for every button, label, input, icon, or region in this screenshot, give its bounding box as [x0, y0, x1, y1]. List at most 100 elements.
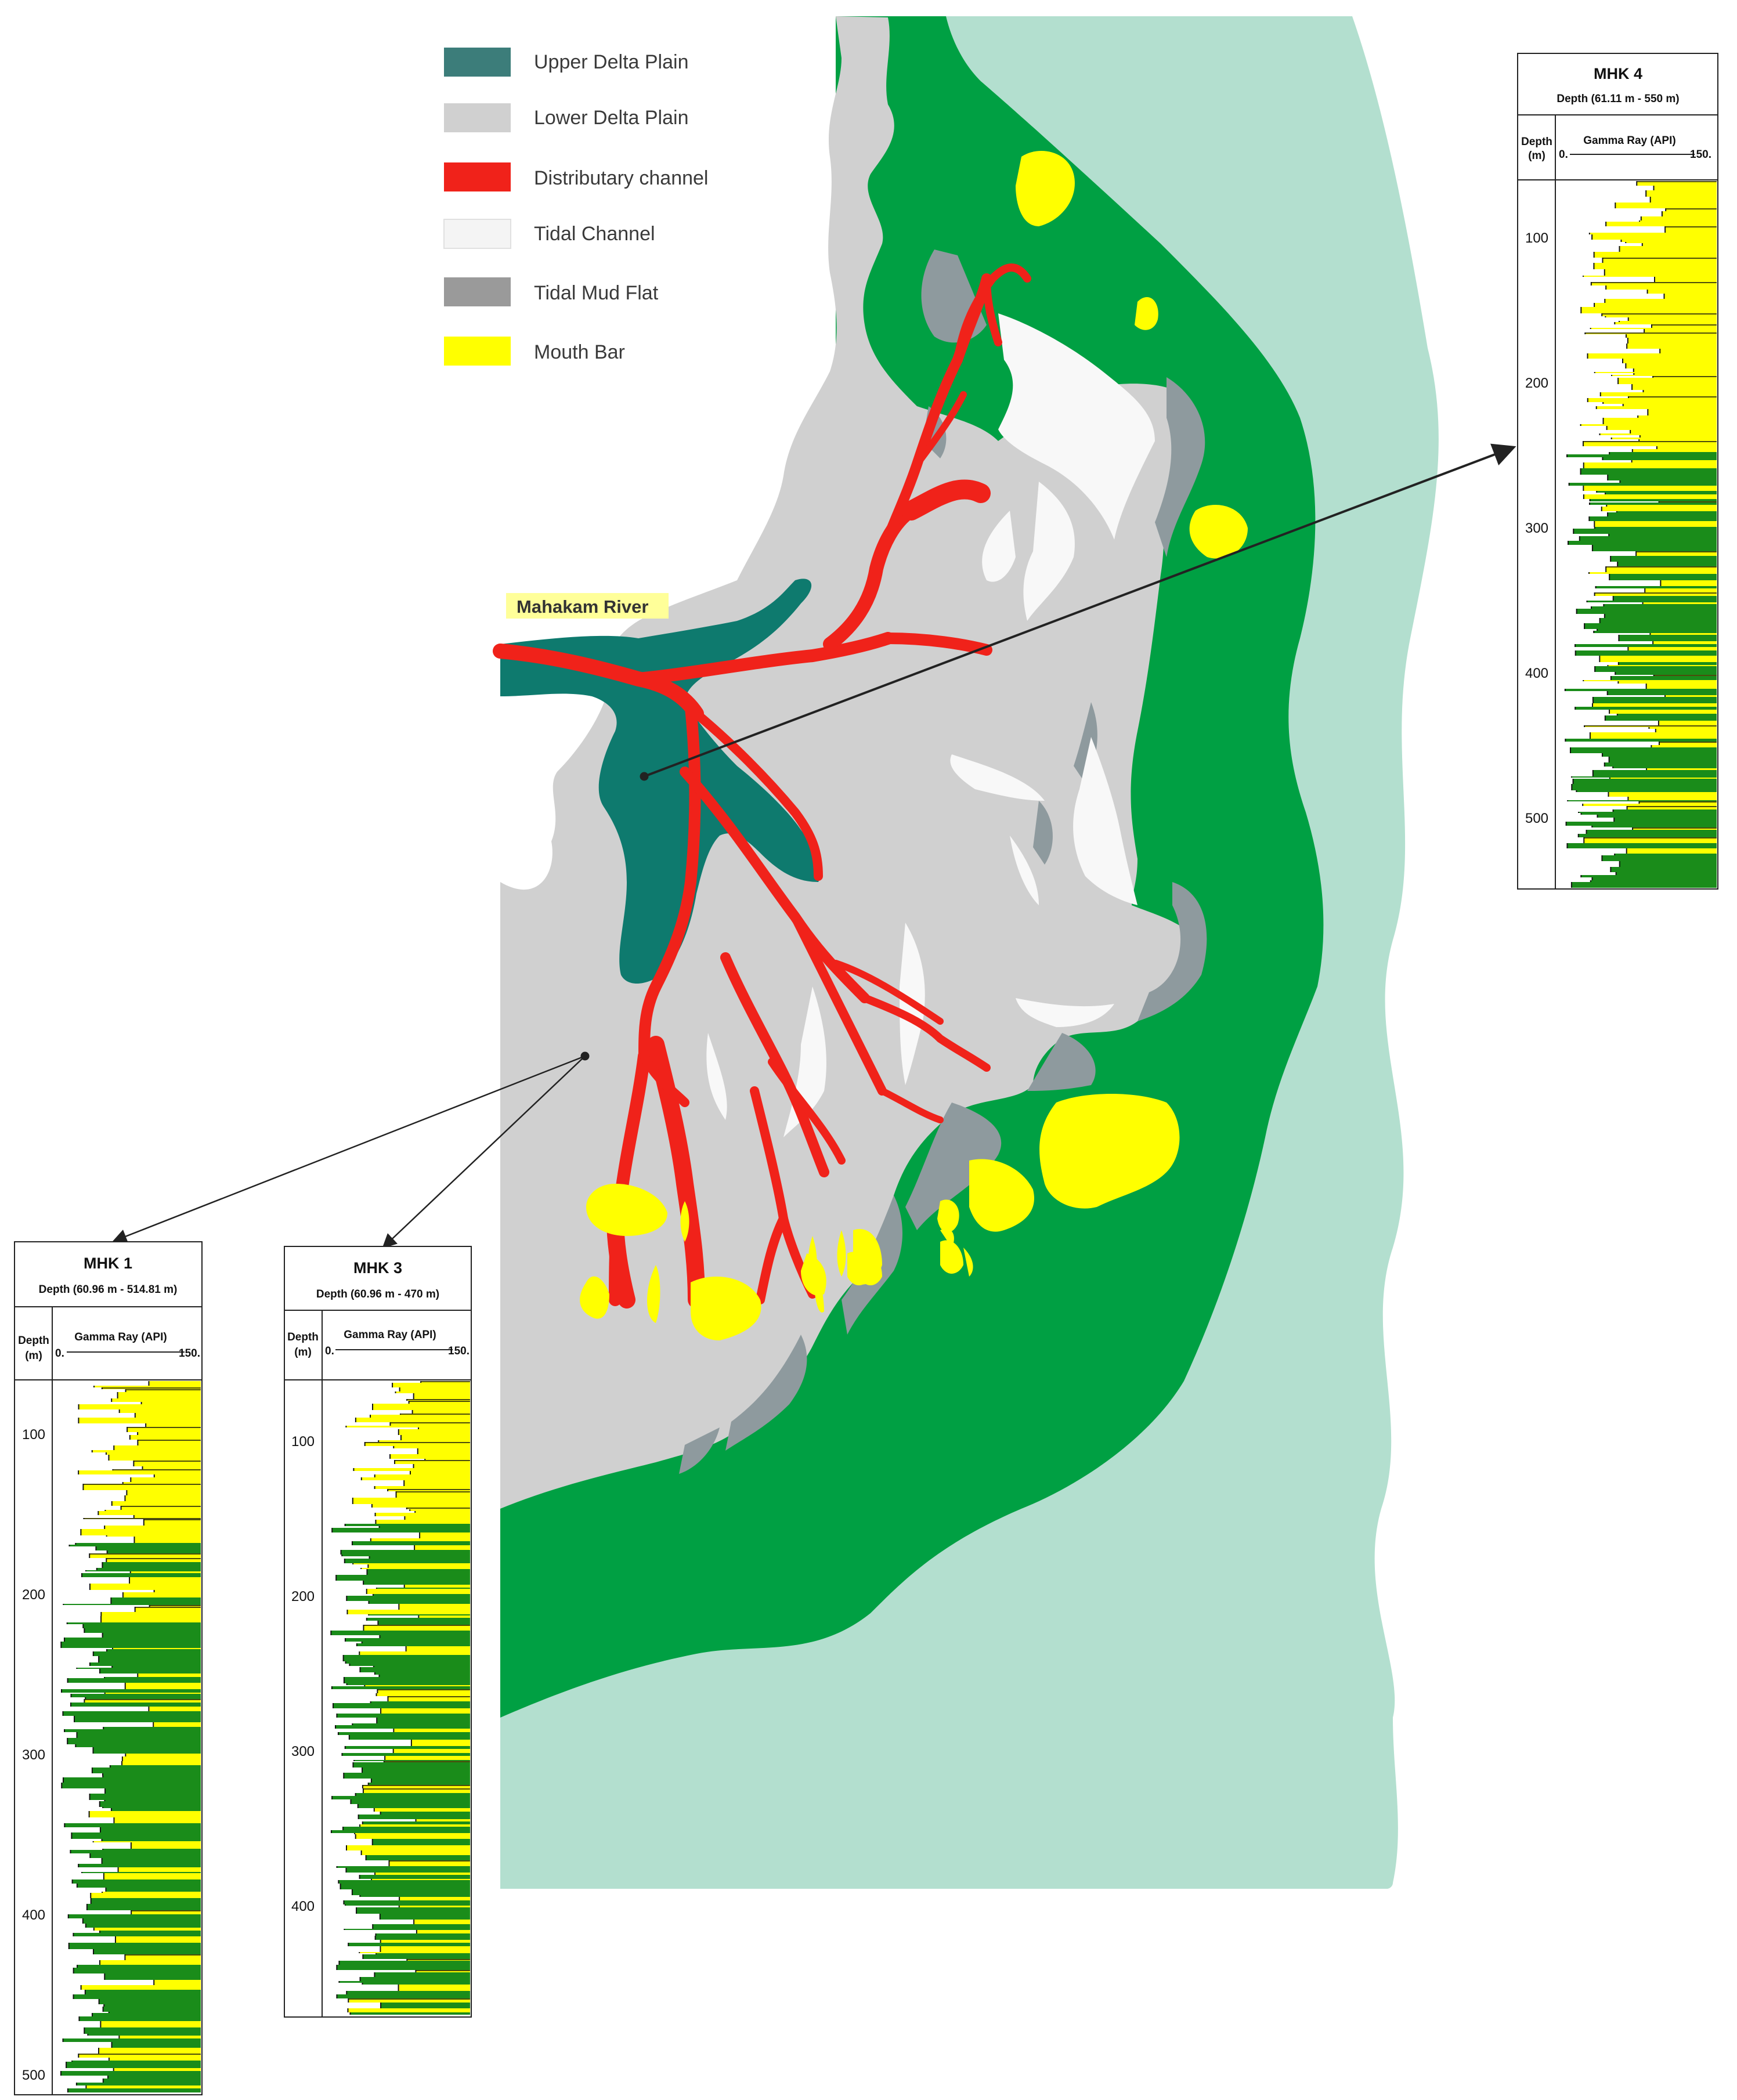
log-fill-segment: [1567, 454, 1717, 457]
log-fill-segment: [133, 1461, 201, 1465]
log-fill-segment: [375, 1936, 470, 1940]
log-depth-range: Depth (60.96 m - 514.81 m): [39, 1284, 178, 1296]
log-fill-segment: [81, 1573, 201, 1577]
log-fill-segment: [131, 1477, 201, 1482]
log-fill-segment: [368, 1564, 470, 1568]
log-fill-segment: [335, 1725, 470, 1729]
log-fill-segment: [1597, 815, 1717, 818]
log-fill-segment: [1594, 252, 1717, 258]
log-fill-segment: [370, 1538, 470, 1541]
log-fill-segment: [1602, 457, 1717, 460]
log-fill-segment: [1566, 822, 1717, 826]
log-fill-segment: [93, 1928, 201, 1931]
log-fill-segment: [1650, 197, 1717, 203]
log-fill-segment: [1618, 662, 1717, 665]
log-fill-segment: [353, 1563, 470, 1564]
log-fill-segment: [346, 1596, 470, 1601]
log-fill-segment: [337, 1714, 470, 1718]
log-fill-segment: [1594, 521, 1717, 527]
log-fill-segment: [359, 1651, 470, 1655]
log-fill-segment: [1573, 779, 1717, 784]
log-scale-min: 0.: [1559, 149, 1568, 161]
log-fill-segment: [362, 1983, 470, 1985]
log-fill-segment: [93, 1386, 201, 1387]
log-fill-segment: [114, 1817, 201, 1823]
connector-mhk1: [112, 1055, 586, 1244]
log-fill-segment: [376, 1953, 470, 1954]
log-fill-segment: [77, 1732, 201, 1738]
log-fill-segment: [374, 1474, 470, 1477]
log-fill-segment: [369, 1601, 470, 1604]
log-fill-segment: [63, 1711, 201, 1716]
log-fill-segment: [90, 1853, 201, 1858]
log-fill-segment: [138, 1440, 201, 1445]
log-fill-segment: [1605, 493, 1717, 494]
log-fill-segment: [104, 2004, 201, 2007]
log-fill-segment: [1617, 562, 1717, 566]
log-fill-segment: [1632, 384, 1717, 390]
log-fill-segment: [1616, 511, 1717, 512]
log-fill-segment: [81, 1985, 201, 1990]
log-fill-segment: [381, 2003, 470, 2008]
log-fill-segment: [1597, 491, 1717, 493]
log-fill-segment: [410, 1471, 470, 1474]
log-fill-segment: [1632, 449, 1717, 452]
log-fill-segment: [122, 1761, 201, 1765]
log-fill-segment: [377, 1718, 470, 1723]
log-fill-segment: [154, 1590, 201, 1592]
log-fill-segment: [416, 1930, 470, 1933]
log-fill-segment: [125, 1389, 201, 1392]
log-fill-segment: [342, 1753, 470, 1756]
log-fill-segment: [339, 1961, 470, 1965]
log-fill-segment: [1571, 882, 1717, 888]
log-fill-segment: [393, 1749, 470, 1753]
log-fill-segment: [1615, 322, 1717, 324]
log-fill-segment: [1580, 424, 1717, 426]
log-fill-segment: [332, 1796, 470, 1799]
log-fill-segment: [106, 1649, 201, 1651]
log-fill-segment: [356, 1643, 470, 1646]
log-fill-segment: [351, 1799, 470, 1804]
log-fill-segment: [336, 1575, 470, 1581]
log-fill-segment: [61, 1689, 201, 1693]
log-fill-segment: [1596, 406, 1717, 409]
well-log-mhk3: MHK 3 Depth (60.96 m - 470 m) Depth (m) …: [284, 1246, 472, 2018]
log-fill-segment: [99, 1999, 201, 2004]
log-fill-segment: [410, 1509, 470, 1511]
log-fill-segment: [354, 1760, 470, 1761]
log-fill-segment: [395, 1391, 470, 1393]
log-fill-segment: [1619, 321, 1717, 322]
log-fill-segment: [83, 1484, 201, 1490]
log-fill-segment: [375, 1933, 470, 1936]
log-fill-segment: [1618, 681, 1717, 684]
log-depth-unit: (m): [1528, 150, 1545, 162]
log-fill-segment: [1611, 438, 1717, 439]
log-fill-segment: [92, 2013, 201, 2016]
log-fill-segment: [146, 1423, 201, 1427]
log-fill-segment: [1626, 242, 1717, 243]
log-fill-segment: [1589, 233, 1717, 234]
log-fill-segment: [1646, 684, 1717, 689]
log-fill-segment: [1626, 363, 1717, 368]
log-fill-segment: [84, 2027, 201, 2034]
log-fill-segment: [89, 1553, 201, 1558]
river-label-box: [506, 593, 669, 619]
log-fill-segment: [344, 1900, 470, 1904]
log-fill-segment: [1613, 767, 1717, 768]
log-fill-segment: [99, 1656, 201, 1662]
log-fill-segment: [135, 1607, 201, 1612]
log-fill-segment: [425, 1459, 470, 1460]
river-label: Mahakam River: [517, 597, 648, 617]
legend-label-tidal-channel: Tidal Channel: [534, 223, 655, 245]
legend-swatch-lower-delta-plain: [444, 103, 511, 132]
log-fill-segment: [89, 1584, 201, 1590]
log-fill-segment: [1568, 541, 1717, 545]
log-fill-segment: [337, 1866, 470, 1868]
log-fill-segment: [356, 1907, 470, 1914]
log-fill-segment: [420, 1532, 470, 1538]
log-fill-segment: [337, 1965, 470, 1970]
log-fill-segment: [1609, 452, 1717, 454]
log-fill-segment: [133, 1465, 201, 1466]
log-fill-segment: [378, 1621, 470, 1625]
log-fill-segment: [413, 1464, 470, 1468]
